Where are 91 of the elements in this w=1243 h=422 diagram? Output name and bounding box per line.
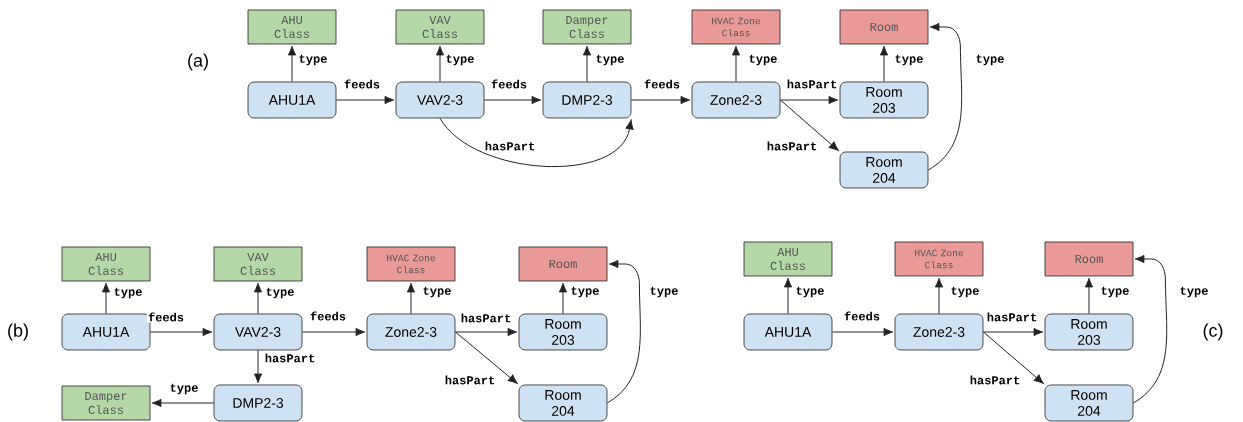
edge-label: hasPart xyxy=(785,78,839,90)
arrow xyxy=(253,349,263,384)
arrow xyxy=(454,331,518,384)
entity-box: Zone2-3 xyxy=(691,81,781,119)
arrow xyxy=(335,95,395,105)
arrow xyxy=(101,282,111,315)
entity-box: AHU1A xyxy=(247,81,337,119)
class-box: VAV Class xyxy=(395,9,485,45)
edge-label: hasPart xyxy=(443,374,497,386)
edge-label: feeds xyxy=(642,78,682,90)
arrow xyxy=(1132,254,1168,404)
arrow xyxy=(927,22,963,171)
arrow xyxy=(287,45,297,83)
panel-label: (b) xyxy=(8,323,28,341)
edge-label: type xyxy=(794,285,826,299)
arrow xyxy=(558,282,568,315)
entity-box: DMP2-3 xyxy=(213,384,303,422)
arrow xyxy=(982,331,1044,384)
edge-label: type xyxy=(594,53,626,67)
edge-label: hasPart xyxy=(263,352,317,364)
arrow xyxy=(779,95,839,105)
arrow xyxy=(879,45,889,83)
arrow xyxy=(253,282,263,315)
edge-label: type xyxy=(421,285,453,299)
entity-box: DMP2-3 xyxy=(542,81,632,119)
arrow xyxy=(606,259,641,404)
arrow xyxy=(731,45,741,83)
arrow xyxy=(582,45,592,83)
class-box: AHU Class xyxy=(743,241,833,277)
arrow xyxy=(483,95,542,105)
class-box: Damper Class xyxy=(542,9,632,45)
arrow xyxy=(779,99,839,151)
class-box: HVAC Zone Class xyxy=(366,246,456,282)
edge-label: type xyxy=(569,285,601,299)
edge-label: type xyxy=(444,53,476,67)
edge-label: type xyxy=(1178,285,1210,299)
edge-label: feeds xyxy=(489,78,529,90)
arrow xyxy=(435,45,445,83)
class-box: VAV Class xyxy=(213,246,303,282)
edge-label: type xyxy=(949,285,981,299)
class-box: Damper Class xyxy=(61,385,151,421)
arrow xyxy=(151,398,215,408)
entity-box: Room 203 xyxy=(518,313,608,351)
entity-box: Room 204 xyxy=(518,384,608,422)
entity-box: Zone2-3 xyxy=(894,313,984,351)
edge-label: type xyxy=(168,382,200,396)
edge-label: feeds xyxy=(308,310,348,322)
edge-label: type xyxy=(264,286,296,300)
class-box: Room xyxy=(839,9,929,45)
entity-box: Room 203 xyxy=(1044,313,1134,351)
edge-label: hasPart xyxy=(483,140,537,152)
edge-label: hasPart xyxy=(985,311,1039,323)
panel-label: (a) xyxy=(188,53,208,71)
edge-label: type xyxy=(112,286,144,300)
class-box: Room xyxy=(518,246,608,282)
arrow xyxy=(934,277,944,315)
edge-label: type xyxy=(747,53,779,67)
edge-label: feeds xyxy=(342,78,382,90)
entity-box: VAV2-3 xyxy=(213,313,303,351)
edge-label: hasPart xyxy=(765,140,819,152)
class-box: AHU Class xyxy=(61,246,151,282)
entity-box: AHU1A xyxy=(743,313,833,351)
edge-label: type xyxy=(1099,285,1131,299)
arrow xyxy=(831,327,894,337)
edge-label: feeds xyxy=(842,310,882,322)
panel-label: (c) xyxy=(1203,323,1223,341)
class-box: HVAC Zone Class xyxy=(894,241,984,277)
edge-label: type xyxy=(297,53,329,67)
class-box: Room xyxy=(1044,241,1134,277)
arrow xyxy=(982,327,1044,337)
class-box: HVAC Zone Class xyxy=(691,9,781,45)
edge-label: type xyxy=(974,53,1006,67)
entity-box: Room 204 xyxy=(1044,384,1134,422)
arrow xyxy=(149,327,213,337)
entity-box: Room 203 xyxy=(839,81,929,119)
edge-label: type xyxy=(893,53,925,67)
edge-label: hasPart xyxy=(968,374,1022,386)
entity-box: Room 204 xyxy=(839,151,929,189)
edge-label: hasPart xyxy=(459,312,513,324)
edge-label: feeds xyxy=(146,311,186,323)
arrow xyxy=(454,327,518,337)
arrow xyxy=(301,327,366,337)
arrow xyxy=(783,277,793,315)
class-box: AHU Class xyxy=(247,9,337,45)
arrow xyxy=(1084,277,1094,315)
arrow xyxy=(406,282,416,315)
arrow xyxy=(439,117,634,167)
entity-box: VAV2-3 xyxy=(395,81,485,119)
arrow xyxy=(630,95,691,105)
edge-label: type xyxy=(648,285,680,299)
entity-box: Zone2-3 xyxy=(366,313,456,351)
